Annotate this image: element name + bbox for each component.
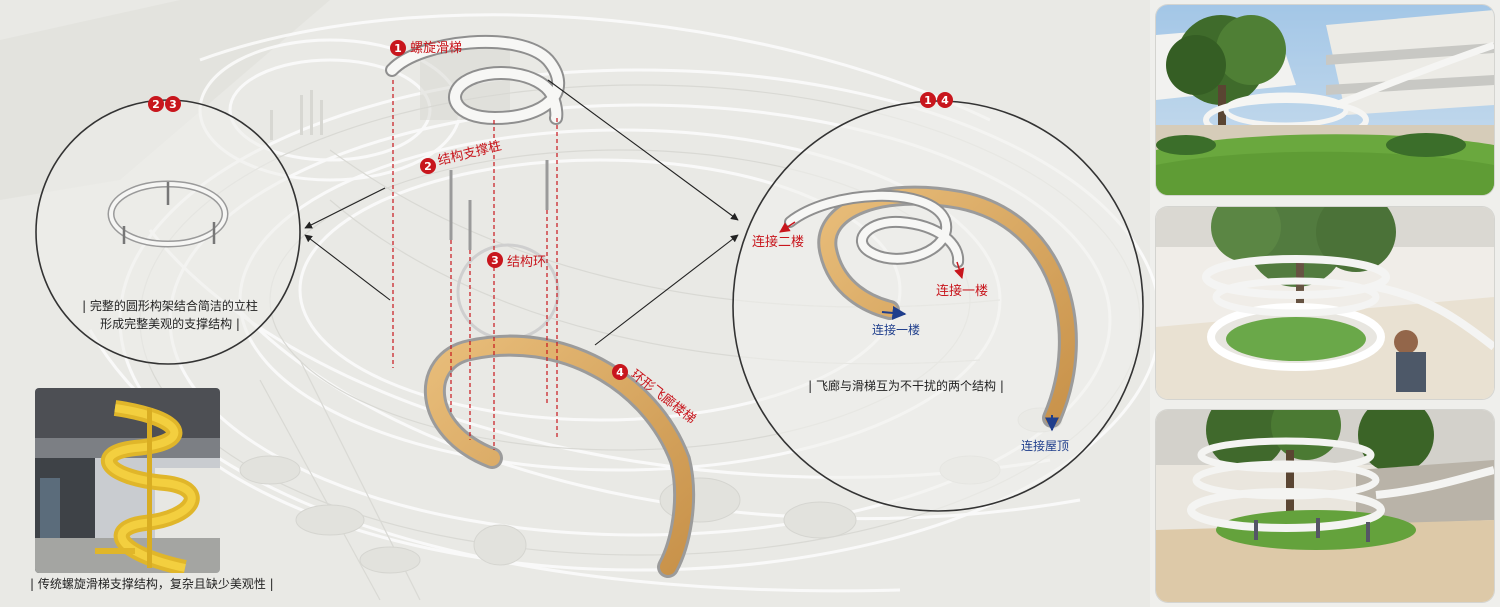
spiral-slide-model bbox=[385, 34, 566, 126]
number-badge-icon bbox=[165, 96, 181, 112]
number-badge-icon bbox=[612, 364, 628, 380]
arrow-icon bbox=[779, 221, 796, 233]
projection-guides bbox=[392, 80, 558, 450]
rendering-photo-middle bbox=[1156, 207, 1494, 399]
svg-text:2: 2 bbox=[424, 160, 432, 173]
arrow-icon bbox=[304, 234, 391, 301]
left-detail-circle: 2 3 | 完整的圆形构架结合简洁的立柱 形成完整美观的支撑结构 | bbox=[35, 96, 301, 365]
number-badge-icon bbox=[937, 92, 953, 108]
right-detail-circle: 1 4 连接二楼 连接一楼 连接一楼 连接屋顶 | 飞廊与滑梯互为不干扰的两个结… bbox=[732, 92, 1144, 512]
left-caption-line2: 形成完整美观的支撑结构 | bbox=[100, 316, 240, 331]
left-caption-line1: | 完整的圆形构架结合简洁的立柱 bbox=[82, 298, 258, 313]
arrow-icon bbox=[954, 261, 965, 280]
svg-text:结构环: 结构环 bbox=[507, 255, 546, 270]
support-columns bbox=[449, 160, 549, 250]
svg-text:1: 1 bbox=[394, 42, 402, 55]
arrow-icon bbox=[594, 234, 739, 346]
number-badge-icon bbox=[487, 252, 503, 268]
label-connect-second-floor: 连接二楼 bbox=[752, 234, 804, 250]
traditional-slide-photo bbox=[35, 388, 220, 573]
number-badge-icon bbox=[390, 40, 406, 56]
label-structure-ring: 3 结构环 bbox=[487, 252, 546, 270]
arrow-icon bbox=[547, 79, 739, 221]
svg-text:1: 1 bbox=[924, 94, 932, 107]
traditional-slide-caption: | 传统螺旋滑梯支撑结构，复杂且缺少美观性 | bbox=[30, 577, 274, 591]
number-badge-icon bbox=[920, 92, 936, 108]
label-spiral-slide: 1 螺旋滑梯 bbox=[390, 40, 462, 56]
svg-text:2: 2 bbox=[152, 98, 160, 111]
svg-text:3: 3 bbox=[491, 254, 499, 267]
svg-text:3: 3 bbox=[169, 98, 177, 111]
callout-arrows bbox=[304, 79, 739, 346]
label-connect-first-floor-red: 连接一楼 bbox=[936, 283, 988, 299]
svg-text:螺旋滑梯: 螺旋滑梯 bbox=[410, 41, 462, 56]
svg-text:4: 4 bbox=[941, 94, 949, 107]
right-caption: | 飞廊与滑梯互为不干扰的两个结构 | bbox=[808, 378, 1004, 393]
rendering-photo-bottom bbox=[1156, 410, 1494, 602]
number-badge-icon bbox=[420, 158, 436, 174]
number-badge-icon bbox=[148, 96, 164, 112]
label-connect-roof: 连接屋顶 bbox=[1021, 438, 1069, 453]
rendering-photo-top bbox=[1156, 5, 1494, 195]
ring-gallery-model bbox=[423, 334, 696, 578]
label-connect-first-floor-blue: 连接一楼 bbox=[872, 322, 920, 337]
arrow-icon bbox=[881, 305, 907, 320]
svg-text:4: 4 bbox=[616, 366, 624, 379]
arrow-icon bbox=[304, 187, 386, 229]
